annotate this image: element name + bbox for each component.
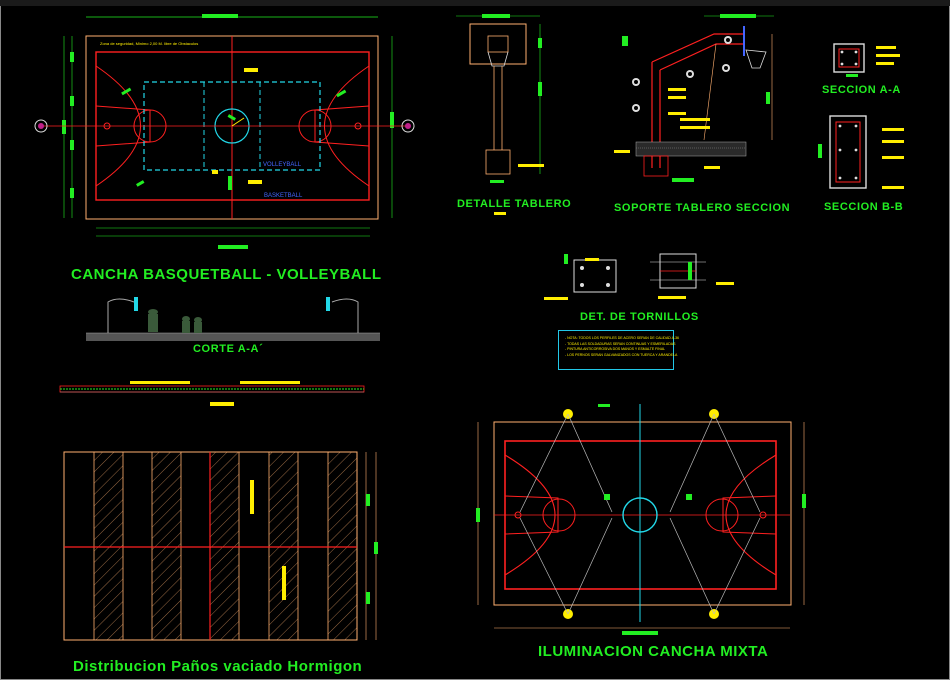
note-line: - LOS PERNOS SERAN GALVANIZADOS CON TUER… (565, 352, 678, 357)
board-detail-title: DETALLE TABLERO (457, 198, 572, 210)
basketball-label: BASKETBALL (264, 193, 303, 199)
main-court-plan (34, 14, 415, 249)
section-a-title: SECCION A-A (822, 84, 901, 96)
note-line: - NOTA: TODOS LOS PERFILES DE ACERO SERA… (565, 336, 679, 340)
concrete-panels-plan (63, 451, 378, 641)
lighting-court-plan (476, 404, 806, 635)
longitudinal-section (59, 381, 365, 406)
concrete-panels-title: Distribucion Paños vaciado Hormigon (73, 658, 363, 675)
section-cut-aa (86, 297, 380, 341)
safety-zone-note: Zona de seguridad, Minimo 2,00 M. libre … (100, 41, 199, 46)
bolts-detail (544, 253, 734, 300)
board-support-section (614, 14, 774, 182)
section-cut-title: CORTE A-A´ (193, 343, 264, 355)
volleyball-label: VOLLEYBALL (263, 162, 302, 168)
board-support-title: SOPORTE TABLERO SECCION (614, 202, 791, 214)
section-bb-detail (818, 115, 904, 189)
court-title: CANCHA BASQUETBALL - VOLLEYBALL (71, 266, 382, 283)
notes-box: - NOTA: TODOS LOS PERFILES DE ACERO SERA… (558, 330, 679, 370)
bolts-title: DET. DE TORNILLOS (580, 311, 699, 323)
lighting-title: ILUMINACION CANCHA MIXTA (538, 643, 769, 660)
board-detail (456, 14, 544, 215)
note-line: - TODAS LAS SOLDADURAS SERAN CONTINUAS Y… (565, 341, 676, 346)
players-figure (148, 309, 202, 333)
section-b-title: SECCION B-B (824, 201, 904, 213)
note-line: - PINTURA ANTICORROSIVA DOS MANOS Y ESMA… (565, 347, 666, 351)
section-aa-detail (833, 43, 900, 77)
